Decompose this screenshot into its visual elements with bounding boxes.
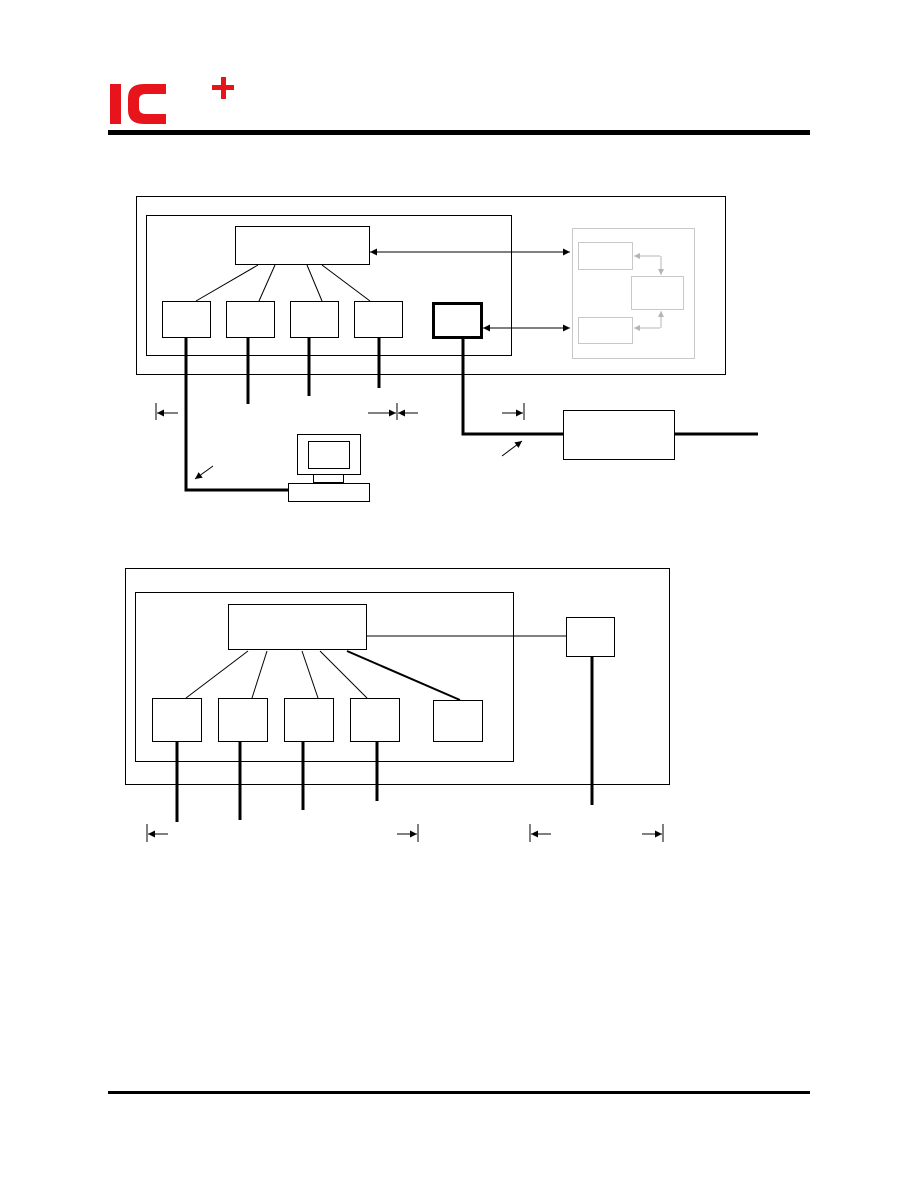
computer-icon [288, 434, 370, 502]
header-rule [108, 130, 810, 135]
d1-port-block-3 [290, 301, 339, 338]
d1-cable-phy-to-device [461, 337, 563, 436]
d1-cable-to-pc [184, 337, 288, 492]
d2-outer-box [125, 568, 670, 785]
d2-inner-box [135, 592, 514, 762]
d1-inner-box [146, 215, 512, 356]
d1-external-block-top [578, 242, 633, 270]
d1-external-device [563, 410, 675, 460]
d2-external-block [566, 617, 615, 657]
d1-external-frame [572, 228, 695, 359]
d2-controller-block [228, 604, 367, 650]
d1-controller-block [235, 226, 370, 265]
d1-port-block-4 [354, 301, 403, 338]
d2-fan-line-4 [319, 650, 368, 699]
d1-fan-line-4 [321, 264, 371, 302]
computer-screen [308, 441, 350, 469]
diagram-1 [136, 196, 758, 502]
logo-mark [110, 77, 234, 124]
d1-pointer-arrow-phy [501, 440, 523, 457]
d2-port-block-2 [218, 698, 268, 742]
d1-phy-block [432, 302, 483, 339]
d2-fan-line-5 [346, 650, 461, 701]
diagram-2 [125, 568, 670, 842]
d2-port-block-1 [152, 698, 202, 742]
ic-plus-logo [110, 77, 234, 124]
d1-fan-line-2 [258, 264, 276, 302]
d1-fan-line-1 [195, 264, 259, 302]
footer-rule [108, 1091, 810, 1094]
d1-port-block-2 [226, 301, 275, 338]
d2-port-block-3 [284, 698, 334, 742]
d1-external-block-bottom [578, 317, 633, 344]
d2-fan-line-3 [301, 650, 319, 699]
d1-external-group [572, 228, 695, 359]
d1-port-block-1 [162, 301, 211, 338]
d2-fan-line-1 [185, 650, 249, 699]
computer-stand [313, 474, 344, 483]
computer-base [288, 483, 370, 502]
d1-external-block-mid [631, 276, 684, 310]
d2-port-block-4 [350, 698, 400, 742]
d1-fan-line-3 [306, 264, 323, 302]
d2-port-block-5 [433, 700, 483, 742]
d2-fan-line-2 [251, 650, 268, 699]
d1-outer-box [136, 196, 726, 375]
d1-pointer-arrow-cable [194, 465, 214, 480]
